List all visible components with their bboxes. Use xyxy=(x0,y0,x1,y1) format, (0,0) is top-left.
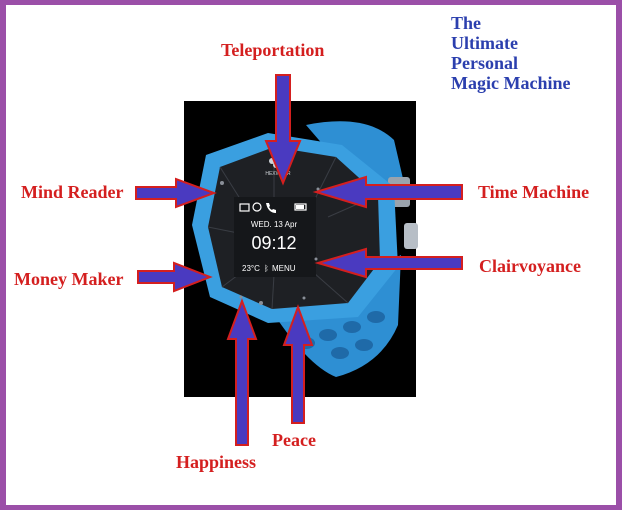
diagram: HEXWEAR WED. 13 Apr 09:12 23°C ᛒ MENU xyxy=(6,5,616,505)
title-line-4: Magic Machine xyxy=(451,73,571,93)
label-happiness: Happiness xyxy=(176,452,257,472)
label-money-maker: Money Maker xyxy=(14,269,124,289)
label-peace: Peace xyxy=(272,430,316,450)
watch-date: WED. 13 Apr xyxy=(251,220,298,229)
arrows xyxy=(135,74,463,446)
arrow-teleportation xyxy=(264,74,302,186)
mail-icon xyxy=(239,203,250,212)
watch-temperature: 23°C xyxy=(242,264,260,273)
arrow-happiness xyxy=(226,298,258,446)
battery-icon xyxy=(294,203,307,211)
phone-icon xyxy=(266,203,276,213)
label-clairvoyance: Clairvoyance xyxy=(479,256,581,276)
chat-icon xyxy=(252,202,262,212)
arrow-money-maker xyxy=(137,261,213,293)
label-time-machine: Time Machine xyxy=(478,182,590,202)
label-teleportation: Teleportation xyxy=(221,40,325,60)
notification-icons xyxy=(239,202,307,213)
arrow-clairvoyance xyxy=(314,247,463,279)
facet-markers xyxy=(220,181,320,305)
watch-time: 09:12 xyxy=(251,233,296,253)
arrow-peace xyxy=(282,304,314,424)
watch-brand: HEXWEAR xyxy=(265,171,291,177)
title-line-2: Ultimate xyxy=(451,33,518,53)
title-line-3: Personal xyxy=(451,53,518,73)
watch-illustration: HEXWEAR WED. 13 Apr 09:12 23°C ᛒ MENU xyxy=(135,74,463,446)
page-frame: HEXWEAR WED. 13 Apr 09:12 23°C ᛒ MENU xyxy=(6,5,616,505)
watch-crown xyxy=(404,223,418,249)
diagram-title: The Ultimate Personal Magic Machine xyxy=(451,13,570,93)
title-line-1: The xyxy=(451,13,482,33)
strap-holes xyxy=(297,311,385,359)
bluetooth-icon: ᛒ xyxy=(264,264,269,273)
watch-menu: MENU xyxy=(272,264,296,273)
watch-strap-top xyxy=(306,121,404,183)
label-mind-reader: Mind Reader xyxy=(21,182,124,202)
arrow-time-machine xyxy=(312,175,463,209)
arrow-mind-reader xyxy=(135,177,217,209)
